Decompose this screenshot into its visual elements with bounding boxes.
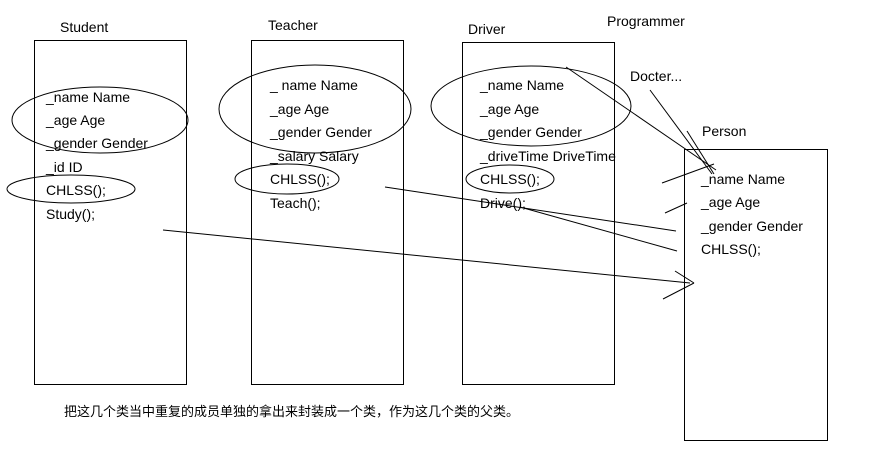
person-member-age: _age Age [701,194,761,210]
student-member-chlss: CHLSS(); [46,182,106,198]
driver-member-drivetime: _driveTime DriveTime [480,148,616,164]
student-member-study: Study(); [46,206,96,222]
student-member-id: _id ID [46,159,83,175]
programmer-label: Programmer [607,13,685,29]
person-member-name: _name Name [701,171,786,187]
person-class-title: Person [702,123,747,139]
docter-label: Docter... [630,68,683,84]
driver-member-drive: Drive(); [480,195,526,211]
driver-member-name: _name Name [480,77,565,93]
student-member-age: _age Age [46,112,106,128]
person-member-chlss: CHLSS(); [701,241,761,257]
student-class-box [34,40,187,385]
teacher-member-name: _ name Name [270,77,358,93]
teacher-member-gender: _gender Gender [270,124,372,140]
student-class-title: Student [60,19,109,35]
student-member-name: _name Name [46,89,131,105]
driver-class-title: Driver [468,21,506,37]
student-member-gender: _gender Gender [46,135,148,151]
driver-member-age: _age Age [480,101,540,117]
teacher-member-salary: _salary Salary [270,148,359,164]
teacher-member-teach: Teach(); [270,195,321,211]
person-class-box [684,149,828,441]
teacher-class-title: Teacher [268,17,318,33]
teacher-member-chlss: CHLSS(); [270,171,330,187]
diagram-caption: 把这几个类当中重复的成员单独的拿出来封装成一个类，作为这几个类的父类。 [64,404,520,419]
teacher-member-age: _age Age [270,101,330,117]
driver-member-gender: _gender Gender [480,124,582,140]
person-member-gender: _gender Gender [701,218,803,234]
driver-class-box [462,42,615,385]
driver-member-chlss: CHLSS(); [480,171,540,187]
